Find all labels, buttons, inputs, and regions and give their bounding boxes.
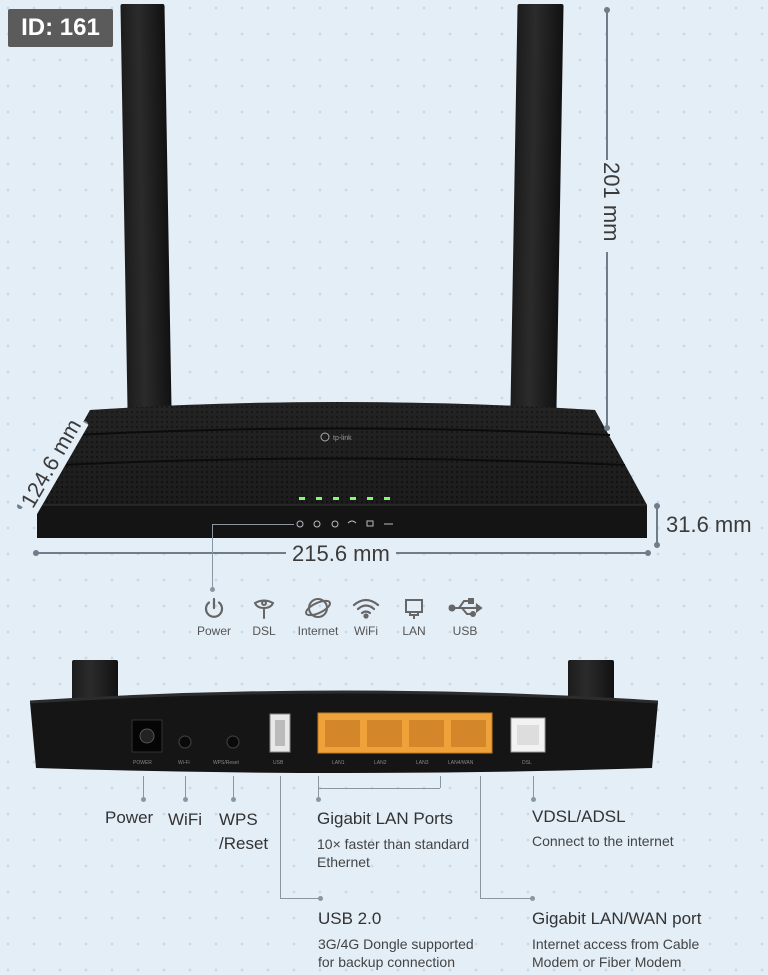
dsl-callout-title: VDSL/ADSL [532, 807, 626, 826]
svg-text:LAN4/WAN: LAN4/WAN [448, 760, 474, 766]
wan-callout-desc-1: Internet access from Cable [532, 936, 700, 952]
led-internet-label: Internet [297, 624, 339, 638]
dsl-leader [533, 776, 534, 800]
wifi-icon [336, 592, 396, 620]
thickness-dimension-line [656, 506, 658, 546]
led-power-label: Power [196, 624, 231, 638]
led-usb: USB [435, 592, 495, 638]
left-antenna [120, 4, 172, 410]
id-badge: ID: 161 [8, 9, 113, 47]
usb-callout-desc-2: for backup connection [318, 954, 455, 970]
usb-leader-horizontal [280, 898, 320, 899]
router-front-view: tp-link [35, 400, 650, 540]
led-power: Power [184, 592, 244, 638]
thickness-dimension-end [654, 542, 660, 548]
led-wifi: WiFi [336, 592, 396, 638]
router-rear-view: POWER Wi-Fi WPS/Reset USB LAN1 LAN2 LAN3… [29, 660, 659, 775]
lan-callout-desc-2: Ethernet [317, 854, 370, 870]
svg-text:LAN1: LAN1 [332, 760, 345, 766]
led-wifi-label: WiFi [354, 624, 378, 638]
wifi-callout-title: WiFi [168, 810, 202, 829]
svg-text:LAN2: LAN2 [374, 760, 387, 766]
svg-text:Wi-Fi: Wi-Fi [178, 760, 190, 766]
led-lan: LAN [384, 592, 444, 638]
led-internet: Internet [288, 592, 348, 638]
led-usb-label: USB [452, 624, 478, 638]
wan-callout-desc-2: Modem or Fiber Modem [532, 954, 682, 970]
dsl-callout-desc-1: Connect to the internet [532, 833, 674, 849]
svg-text:USB: USB [273, 760, 284, 766]
power-icon [184, 592, 244, 620]
height-label: 201 mm [599, 162, 624, 242]
led-leader-vertical [212, 524, 213, 590]
wps-callout-title: WPS [219, 810, 258, 829]
height-dimension-end [604, 425, 610, 431]
led-leader-dot [210, 587, 215, 592]
svg-text:WPS/Reset: WPS/Reset [213, 760, 239, 766]
lan-leader-right [440, 776, 441, 788]
power-leader-dot [141, 797, 146, 802]
depth-label-wrap: 124.6 mm [8, 412, 89, 515]
usb-callout-desc-1: 3G/4G Dongle supported [318, 936, 474, 952]
wps-leader-dot [231, 797, 236, 802]
width-dimension-start [33, 550, 39, 556]
usb-callout-title: USB 2.0 [318, 909, 382, 928]
svg-text:tp-link: tp-link [333, 435, 352, 442]
led-dsl-label: DSL [252, 624, 276, 638]
usb-leader-vertical [280, 776, 281, 898]
width-label: 215.6 mm [286, 541, 396, 567]
svg-text:DSL: DSL [522, 760, 532, 766]
lan-leader-dot [316, 797, 321, 802]
lan-leader-bracket [318, 788, 440, 789]
internet-icon [288, 592, 348, 620]
svg-text:LAN3: LAN3 [416, 760, 429, 766]
power-leader [143, 776, 144, 800]
wan-leader-vertical [480, 776, 481, 898]
lan-icon [384, 592, 444, 620]
wps-callout-title-2: /Reset [219, 834, 269, 853]
thickness-label: 31.6 mm [666, 512, 752, 537]
led-lan-label: LAN [402, 624, 426, 638]
power-callout-title: Power [105, 808, 154, 827]
height-dimension-start [604, 7, 610, 13]
thickness-dimension-start [654, 503, 660, 509]
lan-callout-title: Gigabit LAN Ports [317, 809, 454, 828]
led-leader-horizontal [212, 524, 294, 525]
wps-leader [233, 776, 234, 800]
usb-icon [435, 592, 495, 620]
wan-callout-title: Gigabit LAN/WAN port [532, 909, 702, 928]
wan-leader-dot [530, 896, 535, 901]
wifi-leader [185, 776, 186, 800]
wifi-leader-dot [183, 797, 188, 802]
dsl-icon [234, 592, 294, 620]
svg-text:POWER: POWER [133, 760, 152, 766]
lan-leader-left [318, 776, 319, 800]
usb-leader-dot [318, 896, 323, 901]
wan-leader-horizontal [480, 898, 532, 899]
width-dimension-end [645, 550, 651, 556]
right-antenna [510, 4, 564, 410]
dsl-leader-dot [531, 797, 536, 802]
lan-callout-desc-1: 10× faster than standard [317, 836, 470, 852]
led-dsl: DSL [234, 592, 294, 638]
height-label-bg [596, 160, 620, 252]
